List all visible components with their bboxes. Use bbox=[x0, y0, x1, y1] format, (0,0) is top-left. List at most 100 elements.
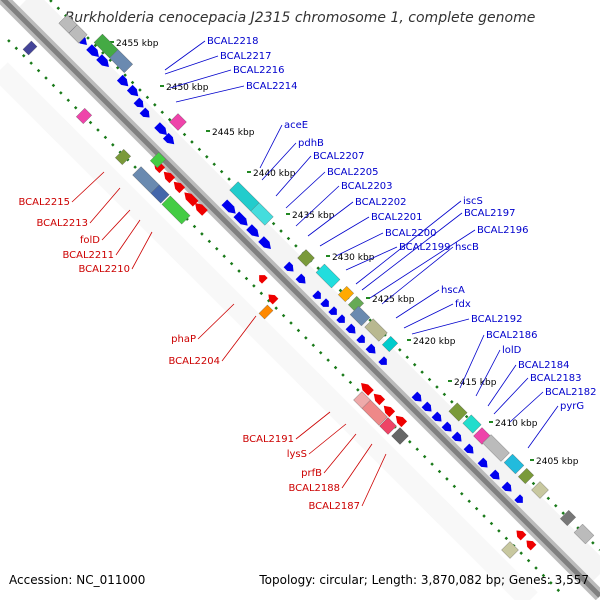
forward-gene-arrow[interactable] bbox=[116, 74, 131, 89]
forward-gene-label[interactable]: BCAL2205 bbox=[327, 167, 379, 178]
forward-gene-arrow[interactable] bbox=[139, 107, 153, 121]
reverse-gene-label[interactable]: BCAL2213 bbox=[36, 218, 88, 229]
reverse-gene-label[interactable]: BCAL2215 bbox=[18, 197, 70, 208]
ruler-tick-label: 2425 kbp bbox=[372, 295, 415, 305]
reverse-gene-label[interactable]: phaP bbox=[171, 334, 196, 345]
forward-gene-arrow[interactable] bbox=[221, 199, 239, 217]
forward-gene-block bbox=[349, 305, 371, 327]
forward-gene-label[interactable]: BCAL2214 bbox=[246, 81, 298, 92]
reverse-gene-arrow[interactable] bbox=[266, 292, 279, 305]
forward-gene-arrow[interactable] bbox=[336, 314, 347, 325]
forward-gene-label[interactable]: BCAL2182 bbox=[545, 387, 597, 398]
forward-gene-arrow[interactable] bbox=[501, 481, 515, 495]
forward-gene-label[interactable]: BCAL2199 bbox=[399, 242, 451, 253]
cog-track-lower bbox=[7, 39, 561, 593]
reverse-gene-arrow[interactable] bbox=[182, 190, 199, 207]
reverse-gene-arrow[interactable] bbox=[256, 272, 268, 284]
reverse-gene-block bbox=[161, 195, 191, 225]
forward-gene-arrow[interactable] bbox=[328, 306, 339, 317]
forward-gene-label[interactable]: BCAL2200 bbox=[385, 228, 437, 239]
forward-gene-arrow[interactable] bbox=[154, 122, 170, 138]
forward-gene-arrow[interactable] bbox=[133, 97, 147, 111]
forward-label-leader bbox=[307, 201, 354, 237]
forward-gene-label[interactable]: pdhB bbox=[298, 138, 324, 149]
forward-gene-label[interactable]: BCAL2218 bbox=[207, 36, 259, 47]
reverse-label-leader bbox=[101, 209, 131, 241]
forward-gene-label[interactable]: hscA bbox=[441, 285, 465, 296]
forward-gene-arrow[interactable] bbox=[96, 54, 112, 70]
forward-gene-arrow[interactable] bbox=[258, 236, 274, 252]
forward-gene-arrow[interactable] bbox=[378, 356, 389, 367]
reverse-gene-arrow[interactable] bbox=[192, 200, 208, 216]
ruler-tick-label: 2435 kbp bbox=[292, 211, 335, 221]
forward-gene-arrow[interactable] bbox=[295, 273, 309, 287]
forward-gene-arrow[interactable] bbox=[411, 391, 425, 405]
reverse-gene-label[interactable]: BCAL2187 bbox=[308, 501, 360, 512]
forward-gene-arrow[interactable] bbox=[489, 469, 503, 483]
forward-gene-label[interactable]: hscB bbox=[455, 242, 479, 253]
forward-gene-block bbox=[573, 523, 595, 545]
forward-gene-arrow[interactable] bbox=[421, 401, 435, 415]
reverse-gene-block bbox=[391, 427, 409, 445]
forward-gene-arrow[interactable] bbox=[477, 457, 491, 471]
reverse-label-leader bbox=[361, 453, 387, 507]
reverse-gene-label[interactable]: BCAL2210 bbox=[78, 264, 130, 275]
reverse-label-leader bbox=[221, 315, 257, 362]
forward-label-leader bbox=[259, 124, 283, 169]
forward-gene-label[interactable]: BCAL2197 bbox=[464, 208, 516, 219]
forward-gene-arrow[interactable] bbox=[345, 323, 359, 337]
forward-label-leader bbox=[261, 142, 297, 181]
reverse-label-leader bbox=[323, 433, 357, 474]
forward-gene-arrow[interactable] bbox=[431, 411, 445, 425]
reverse-gene-label[interactable]: BCAL2211 bbox=[62, 250, 114, 261]
reverse-label-leader bbox=[131, 231, 153, 270]
reverse-gene-arrow[interactable] bbox=[514, 528, 527, 541]
forward-gene-arrow[interactable] bbox=[283, 261, 297, 275]
forward-gene-arrow[interactable] bbox=[233, 211, 251, 229]
forward-gene-label[interactable]: BCAL2201 bbox=[371, 212, 423, 223]
forward-gene-label[interactable]: fdx bbox=[455, 299, 471, 310]
forward-gene-arrow[interactable] bbox=[514, 494, 525, 505]
forward-gene-arrow[interactable] bbox=[246, 224, 262, 240]
forward-gene-arrow[interactable] bbox=[320, 298, 331, 309]
forward-label-leader bbox=[527, 405, 559, 449]
forward-gene-label[interactable]: BCAL2186 bbox=[486, 330, 538, 341]
forward-gene-label[interactable]: BCAL2216 bbox=[233, 65, 285, 76]
forward-gene-arrow[interactable] bbox=[365, 343, 379, 357]
forward-gene-arrow[interactable] bbox=[356, 334, 367, 345]
forward-label-leader bbox=[175, 85, 245, 103]
forward-gene-label[interactable]: BCAL2207 bbox=[313, 151, 365, 162]
forward-label-leader bbox=[411, 318, 470, 335]
forward-label-leader bbox=[369, 229, 476, 299]
forward-label-leader bbox=[169, 69, 232, 89]
forward-gene-label[interactable]: lolD bbox=[502, 345, 522, 356]
reverse-gene-arrow[interactable] bbox=[524, 538, 537, 551]
reverse-gene-label[interactable]: BCAL2204 bbox=[168, 356, 220, 367]
reverse-gene-label[interactable]: BCAL2191 bbox=[242, 434, 294, 445]
forward-gene-label[interactable]: BCAL2217 bbox=[220, 51, 272, 62]
forward-gene-arrow[interactable] bbox=[312, 290, 323, 301]
forward-gene-arrow[interactable] bbox=[463, 443, 477, 457]
forward-gene-label[interactable]: aceE bbox=[284, 120, 308, 131]
reverse-gene-label[interactable]: lysS bbox=[287, 449, 307, 460]
forward-gene-label[interactable]: BCAL2192 bbox=[471, 314, 523, 325]
forward-label-leader bbox=[275, 155, 312, 197]
forward-gene-label[interactable]: BCAL2203 bbox=[341, 181, 393, 192]
forward-gene-label[interactable]: pyrG bbox=[560, 401, 584, 412]
reverse-gene-label[interactable]: prfB bbox=[301, 468, 322, 479]
forward-gene-arrow[interactable] bbox=[451, 431, 465, 445]
forward-gene-label[interactable]: BCAL2196 bbox=[477, 225, 529, 236]
forward-gene-label[interactable]: BCAL2202 bbox=[355, 197, 407, 208]
forward-gene-arrow[interactable] bbox=[86, 44, 102, 60]
forward-gene-label[interactable]: iscS bbox=[463, 196, 483, 207]
reverse-gene-arrow[interactable] bbox=[358, 380, 374, 396]
forward-gene-label[interactable]: BCAL2183 bbox=[530, 373, 582, 384]
reverse-gene-label[interactable]: BCAL2188 bbox=[288, 483, 340, 494]
ruler-tick-label: 2450 kbp bbox=[166, 83, 209, 93]
forward-gene-arrow[interactable] bbox=[441, 421, 455, 435]
forward-gene-block bbox=[462, 414, 482, 434]
reverse-gene-label[interactable]: folD bbox=[80, 235, 100, 246]
forward-gene-label[interactable]: BCAL2184 bbox=[518, 360, 570, 371]
